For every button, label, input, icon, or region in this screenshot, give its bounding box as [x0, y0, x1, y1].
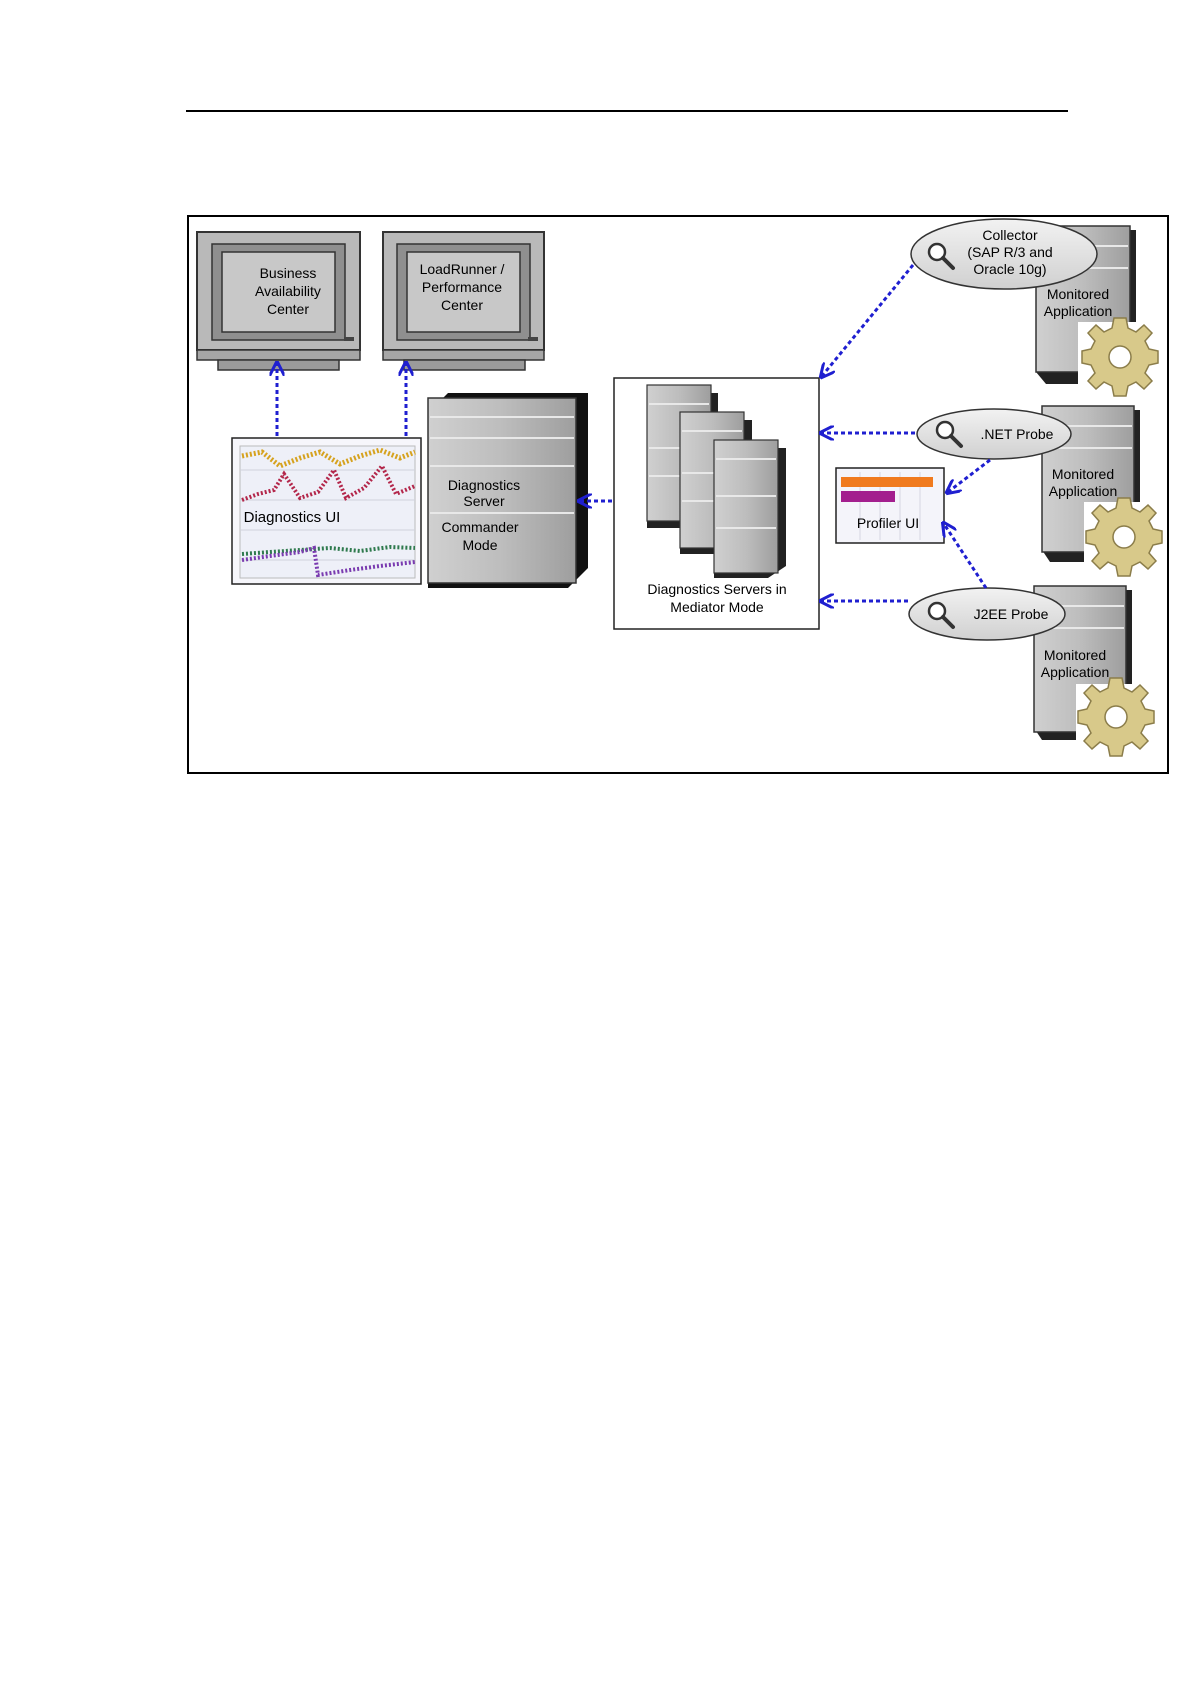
- diagnostics-ui-panel: Diagnostics UI: [232, 438, 421, 584]
- mediator-label-1: Diagnostics Servers in: [647, 581, 786, 597]
- server-icon: [714, 440, 786, 578]
- commander-label-3: Commander: [441, 519, 518, 535]
- lrpc-monitor: LoadRunner / Performance Center: [383, 232, 544, 370]
- mediator-label-2: Mediator Mode: [670, 599, 764, 615]
- collector-bubble: Collector (SAP R/3 and Oracle 10g): [911, 219, 1097, 289]
- collector-label-1: Collector: [982, 227, 1038, 243]
- gear-icon: [1078, 678, 1154, 756]
- diag-ui-label: Diagnostics UI: [244, 509, 341, 526]
- gear-icon: [1082, 318, 1158, 396]
- commander-label-1: Diagnostics: [448, 477, 520, 493]
- profiler-label: Profiler UI: [857, 515, 919, 531]
- j2ee-probe-bubble: J2EE Probe: [909, 588, 1065, 640]
- collector-label-3: Oracle 10g): [973, 261, 1046, 277]
- collector-label-2: (SAP R/3 and: [967, 244, 1052, 260]
- lrpc-label-3: Center: [441, 297, 483, 313]
- profiler-bar-magenta: [841, 491, 895, 502]
- profiler-ui-panel: Profiler UI: [836, 468, 944, 543]
- app3-label-1: Monitored: [1044, 647, 1106, 663]
- bac-label-3: Center: [267, 301, 309, 317]
- commander-label-2: Server: [463, 493, 505, 509]
- bac-label-2: Availability: [255, 283, 321, 299]
- gear-icon: [1086, 498, 1162, 576]
- commander-label-4: Mode: [462, 537, 497, 553]
- mediator-group: Diagnostics Servers in Mediator Mode: [614, 378, 819, 629]
- app3-label-2: Application: [1041, 664, 1110, 680]
- net-probe-bubble: .NET Probe: [917, 409, 1071, 459]
- lrpc-label-2: Performance: [422, 279, 502, 295]
- app2-label-1: Monitored: [1052, 466, 1114, 482]
- commander-server: Diagnostics Server Commander Mode: [428, 393, 588, 588]
- app1-label-2: Application: [1044, 303, 1113, 319]
- lrpc-label-1: LoadRunner /: [420, 261, 505, 277]
- bac-monitor: Business Availability Center: [197, 232, 360, 370]
- j2ee-probe-label: J2EE Probe: [974, 606, 1049, 622]
- profiler-bar-orange: [841, 477, 933, 487]
- net-probe-label: .NET Probe: [981, 426, 1054, 442]
- bac-label-1: Business: [260, 265, 317, 281]
- app1-label-1: Monitored: [1047, 286, 1109, 302]
- app2-label-2: Application: [1049, 483, 1118, 499]
